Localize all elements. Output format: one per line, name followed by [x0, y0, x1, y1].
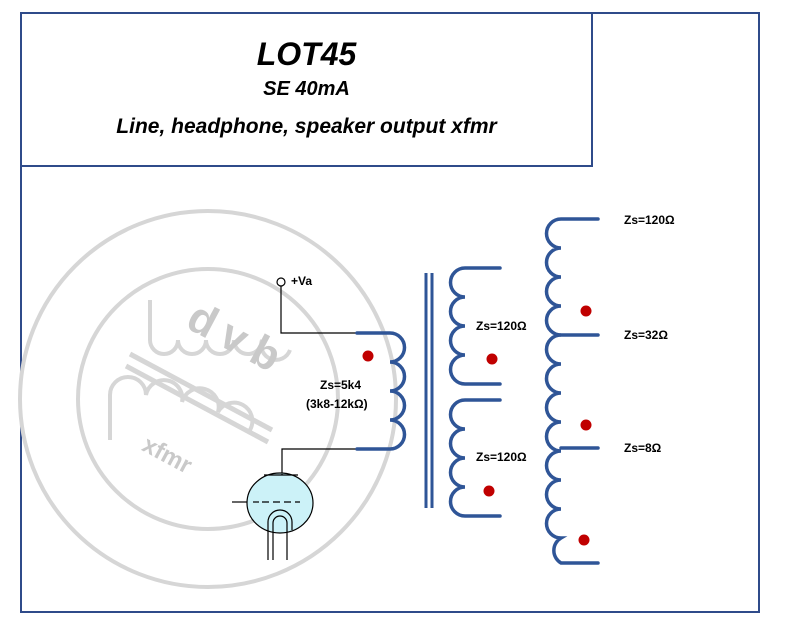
sec-b-mid-dot [580, 419, 592, 431]
sec-a-upper-dot [486, 353, 498, 365]
primary-phase-dot [362, 350, 374, 362]
sec-b-low-dot [578, 534, 590, 546]
wiring [280, 286, 357, 474]
secondary-winding-a-upper [448, 266, 502, 386]
primary-impedance-label: Zs=5k4 [320, 378, 361, 392]
spec-subtitle: SE 40mA [263, 78, 350, 100]
watermark-letters: dvb [179, 292, 298, 386]
model-title: LOT45 [256, 36, 357, 72]
supply-label: +Va [291, 274, 312, 288]
primary-winding [355, 331, 407, 451]
secondary-winding-b [544, 217, 600, 565]
vacuum-tube [232, 472, 314, 560]
supply-terminal [276, 277, 286, 287]
sec-a-upper-label: Zs=120Ω [476, 319, 527, 333]
transformer-core [424, 273, 434, 508]
title-box: LOT45 SE 40mA Line, headphone, speaker o… [20, 12, 593, 167]
sec-b-low-label: Zs=8Ω [624, 441, 662, 455]
description-text: Line, headphone, speaker output xfmr [116, 115, 497, 138]
sec-b-mid-label: Zs=32Ω [624, 328, 668, 342]
secondary-winding-a-lower [448, 398, 502, 518]
sec-b-top-label: Zs=120Ω [624, 213, 675, 227]
sec-a-lower-label: Zs=120Ω [476, 450, 527, 464]
watermark-subtext: xfmr [138, 431, 197, 479]
primary-range-label: (3k8-12kΩ) [306, 397, 368, 411]
sec-b-top-dot [580, 305, 592, 317]
sec-a-lower-dot [483, 485, 495, 497]
